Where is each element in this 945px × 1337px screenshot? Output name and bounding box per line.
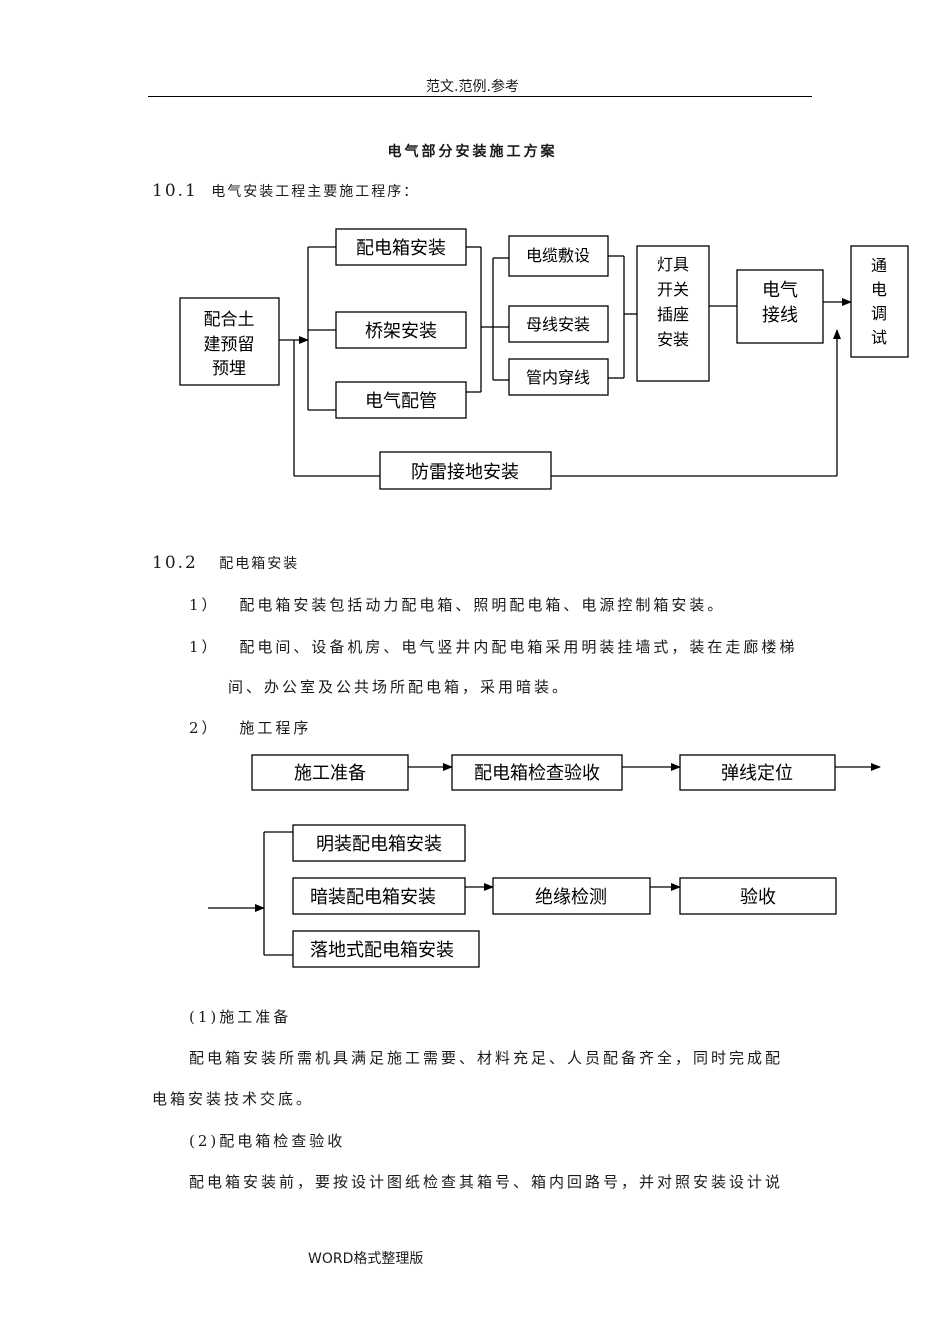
box-tray-install	[335, 311, 467, 349]
item-number: 1）	[189, 596, 220, 614]
step1-heading: (1)施工准备	[189, 1008, 292, 1026]
box-conduit-label: 电气配管	[365, 391, 437, 412]
box-panel-install	[335, 228, 467, 266]
box-prep-label: 施工准备	[294, 763, 366, 784]
header-rule	[148, 96, 812, 97]
box-fixtures-line4: 安装	[657, 330, 689, 349]
box-grounding-label: 防雷接地安装	[411, 462, 519, 483]
box-line-marking	[679, 754, 836, 791]
step1-line2: 电箱安装技术交底。	[152, 1090, 315, 1108]
section-10-2-heading: 10.2 配电箱安装	[152, 553, 299, 573]
box-test-line4: 试	[871, 328, 887, 347]
step1-line1: 配电箱安装所需机具满足施工需要、材料充足、人员配备齐全，同时完成配	[189, 1049, 784, 1067]
box-test-line2: 电	[871, 280, 887, 299]
box-power-test	[850, 245, 909, 358]
box-surface-panel	[292, 824, 466, 862]
box-acceptance	[679, 877, 837, 915]
box-floor-panel-label: 落地式配电箱安装	[310, 940, 454, 961]
item-number: 1）	[189, 638, 220, 656]
section-number: 10.2	[152, 553, 198, 573]
box-cable-laying-label: 电缆敷设	[526, 246, 590, 265]
box-surface-panel-label: 明装配电箱安装	[316, 834, 442, 855]
section-10-1-heading: 10.1 电气安装工程主要施工程序：	[152, 181, 419, 201]
item-p2-continuation: 间、办公室及公共场所配电箱，采用暗装。	[228, 678, 571, 696]
item-p3: 2） 施工程序	[189, 717, 311, 738]
step2-heading: (2)配电箱检查验收	[189, 1132, 346, 1150]
box-wiring-line2: 接线	[762, 305, 798, 326]
box-floor-panel	[292, 930, 480, 968]
page-header: 范文.范例.参考	[426, 79, 519, 95]
box-insulation-test	[492, 877, 651, 915]
box-panel-install-label: 配电箱安装	[356, 238, 446, 259]
item-p2: 1） 配电间、设备机房、电气竖井内配电箱采用明装挂墙式，装在走廊楼梯	[189, 636, 797, 657]
box-fixtures-line3: 插座	[657, 305, 689, 324]
box-test-line3: 调	[871, 304, 887, 323]
box-wiring-line1: 电气	[762, 280, 798, 301]
box-fixtures-line1: 灯具	[657, 255, 689, 274]
box-civil-prebury-line3: 预埋	[212, 359, 246, 379]
box-test-line1: 通	[871, 256, 887, 275]
box-tray-install-label: 桥架安装	[365, 321, 437, 342]
section-title: 电气安装工程主要施工程序：	[211, 184, 420, 200]
box-acceptance-label: 验收	[740, 887, 776, 908]
box-fixtures-install	[636, 245, 710, 382]
box-civil-prebury-line2: 建预留	[204, 335, 255, 355]
box-civil-prebury-line1: 配合土	[204, 310, 255, 330]
item-text: 施工程序	[239, 719, 312, 737]
box-prep	[251, 754, 409, 791]
box-fixtures-line2: 开关	[657, 280, 689, 299]
step2-line1: 配电箱安装前，要按设计图纸检查其箱号、箱内回路号，并对照安装设计说	[189, 1173, 784, 1191]
item-number: 2）	[189, 719, 220, 737]
box-line-marking-label: 弹线定位	[721, 763, 793, 784]
box-busbar-install	[508, 305, 609, 343]
box-panel-inspection-label: 配电箱检查验收	[474, 763, 600, 784]
document-title: 电气部分安装施工方案	[387, 144, 558, 160]
box-lightning-grounding	[379, 451, 552, 490]
section-title: 配电箱安装	[219, 556, 300, 572]
item-p1: 1） 配电箱安装包括动力配电箱、照明配电箱、电源控制箱安装。	[189, 594, 725, 615]
box-conduit	[335, 381, 467, 419]
box-electrical-wiring	[736, 269, 824, 344]
page-footer: WORD格式整理版	[308, 1251, 424, 1267]
box-insulation-test-label: 绝缘检测	[535, 887, 607, 908]
item-text: 配电箱安装包括动力配电箱、照明配电箱、电源控制箱安装。	[239, 596, 726, 614]
box-civil-prebury	[179, 297, 280, 386]
box-flush-panel	[292, 877, 466, 915]
box-wire-pulling-label: 管内穿线	[526, 368, 590, 387]
section-number: 10.1	[152, 181, 198, 201]
box-panel-inspection	[451, 754, 623, 791]
item-text: 配电间、设备机房、电气竖井内配电箱采用明装挂墙式，装在走廊楼梯	[239, 638, 798, 656]
box-flush-panel-label: 暗装配电箱安装	[310, 887, 436, 908]
box-wire-pulling	[508, 358, 609, 396]
box-busbar-install-label: 母线安装	[526, 315, 590, 334]
